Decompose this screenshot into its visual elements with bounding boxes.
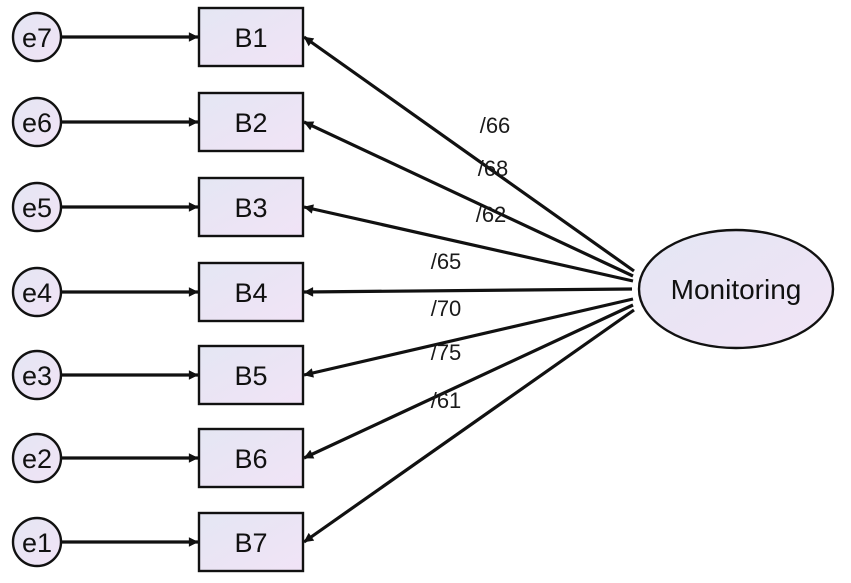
error-term-label: e5 [22,193,52,223]
error-term-circle [11,349,63,401]
error-term-label: e4 [22,278,52,308]
loading-path-arrow [303,303,634,460]
indicator-label: B3 [234,193,267,223]
nodes-layer: e7 B1 e6 B2 e5 B3 e4 B4 e3 B5 e2 B6 e1 B7 Monitoring [11,6,835,573]
loading-path-arrow [303,120,634,278]
loading-value-label: /65 [431,249,462,274]
latent-variable-label: Monitoring [671,274,802,305]
loading-value-label: /75 [431,340,462,365]
error-term-label: e3 [22,361,52,391]
indicator-box [197,91,305,153]
indicator-label: B4 [234,278,267,308]
loading-value-label: /62 [476,202,507,227]
loading-path-arrow [303,204,634,283]
latent-variable-ellipse [637,228,835,350]
error-term-circle [11,181,63,233]
loading-value-label: /61 [431,388,462,413]
error-term-circle [11,516,63,568]
error-term-circle [11,11,63,63]
indicator-label: B5 [234,361,267,391]
error-term-label: e7 [22,23,52,53]
indicator-label: B6 [234,444,267,474]
loading-value-label: /68 [478,156,509,181]
loading-path-arrow [303,297,634,378]
indicator-box [197,176,305,238]
indicator-box [197,427,305,489]
error-term-label: e1 [22,528,52,558]
indicator-box [197,344,305,406]
error-term-circle [11,432,63,484]
error-term-label: e6 [22,108,52,138]
edges-layer [61,32,635,547]
indicator-box [197,511,305,573]
loading-path-arrow [303,287,633,297]
indicator-box [197,6,305,68]
labels-layer: /66/68/62/65/70/75/61 [431,113,511,413]
indicator-label: B2 [234,108,267,138]
indicator-box [197,261,305,323]
loading-value-label: /66 [480,113,511,138]
indicator-label: B7 [234,528,267,558]
error-term-label: e2 [22,444,52,474]
indicator-label: B1 [234,23,267,53]
loading-value-label: /70 [431,296,462,321]
error-term-circle [11,266,63,318]
loading-path-arrow [303,35,635,273]
error-term-circle [11,96,63,148]
loading-path-arrow [303,308,635,544]
